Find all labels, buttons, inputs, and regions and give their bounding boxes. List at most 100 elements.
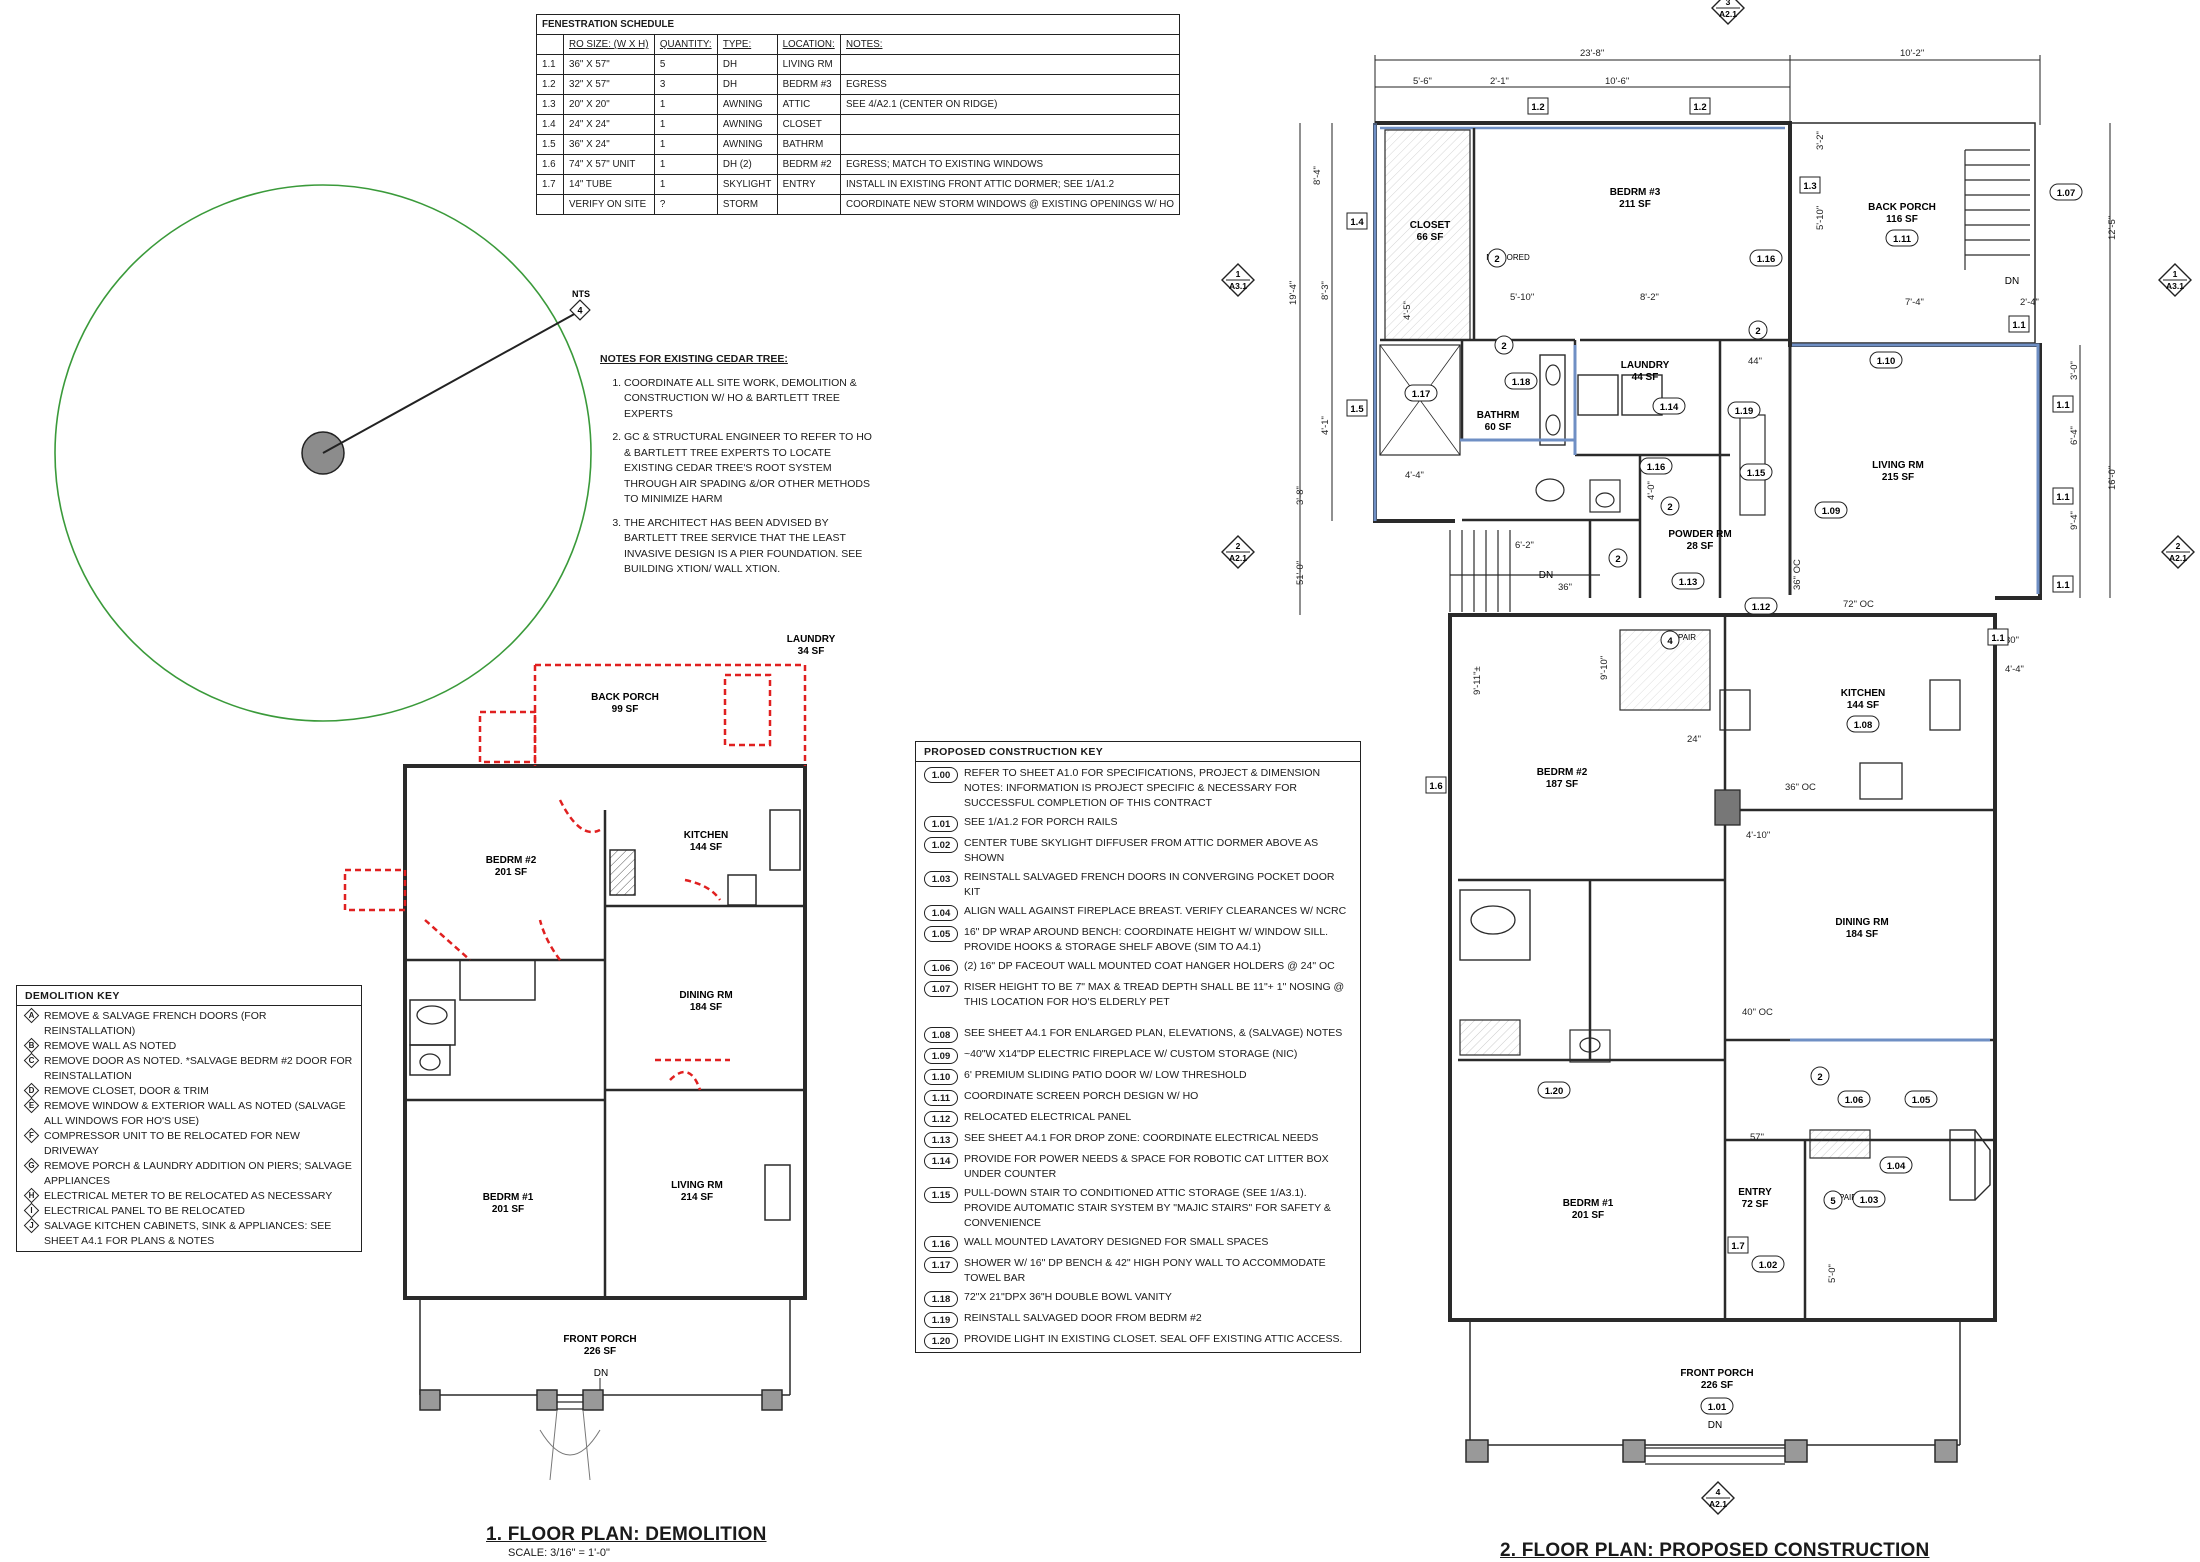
proposed-key-text: ~40"W x14"DP ELECTRIC FIREPLACE W/ CUSTO… xyxy=(964,1048,1298,1060)
room-area: 44 SF xyxy=(1632,372,1659,383)
proposed-tag: 1.17 xyxy=(1404,384,1438,402)
proposed-tag-badge: 1.05 xyxy=(924,926,958,942)
window-tag: 1.1 xyxy=(2052,575,2074,593)
proposed-tag-badge: 1.18 xyxy=(924,1291,958,1307)
door-tag-label: 5 xyxy=(1830,1196,1836,1207)
proposed-key-text: COORDINATE SCREEN PORCH DESIGN W/ HO xyxy=(964,1090,1199,1102)
proposed-key-text: PROVIDE FOR POWER NEEDS & SPACE FOR ROBO… xyxy=(964,1153,1329,1180)
proposed-key-text: 6' PREMIUM SLIDING PATIO DOOR W/ LOW THR… xyxy=(964,1069,1247,1081)
proposed-key-text: SEE 1/A1.2 FOR PORCH RAILS xyxy=(964,816,1118,828)
dim-text: 8'-2" xyxy=(1640,292,1659,303)
dim-text: 72" OC xyxy=(1843,599,1874,610)
demolition-key-text: REMOVE WALL AS NOTED xyxy=(44,1040,177,1052)
window-tag-label: 1.1 xyxy=(2012,320,2026,331)
schedule-cell: AWNING xyxy=(716,114,778,135)
schedule-cell: 1 xyxy=(653,94,718,115)
dim-text: 19'-4" xyxy=(1288,281,1299,305)
dim-text: 16'-0" xyxy=(2107,466,2118,490)
room-area: 144 SF xyxy=(690,842,722,853)
proposed-tag-badge: 1.15 xyxy=(924,1187,958,1203)
proposed-tag: 1.16 xyxy=(1749,249,1783,267)
room-name: BEDRM #2 xyxy=(1537,767,1588,778)
proposed-tag-label: 1.05 xyxy=(1912,1095,1931,1106)
dim-text: 8'-3" xyxy=(1320,281,1331,300)
proposed-tag: 1.13 xyxy=(1671,572,1705,590)
cedar-tree-symbol: 4 NTS xyxy=(54,184,592,722)
window-tag: 1.5 xyxy=(1346,399,1368,417)
proposed-key-text: PROVIDE LIGHT IN EXISTING CLOSET. SEAL O… xyxy=(964,1333,1343,1345)
room-name: DINING RM xyxy=(1835,917,1888,928)
dim-text: 6'-4" xyxy=(2069,426,2080,445)
schedule-cell: BATHRM xyxy=(776,134,842,155)
door-tag: 2 xyxy=(1810,1066,1830,1086)
schedule-cell-tag: 1.7 xyxy=(536,174,564,195)
window-tag: 1.1 xyxy=(2008,315,2030,333)
window-tag-label: 1.2 xyxy=(1693,102,1706,113)
section-marker-sheet: A3.1 xyxy=(1229,281,1247,291)
schedule-cell: 36" x 24" xyxy=(563,134,655,155)
room-area: 211 SF xyxy=(1619,199,1651,210)
proposed-tag-label: 1.01 xyxy=(1708,1402,1727,1413)
room-name: BEDRM #1 xyxy=(483,1192,534,1203)
dimension-texts: 23'-8" 10'-2" 5'-6" 2'-1" 10'-6" 8'-4" 1… xyxy=(1288,48,2118,1283)
window-tag: 1.1 xyxy=(1987,628,2009,646)
proposed-key-text: ALIGN WALL AGAINST FIREPLACE BREAST. VER… xyxy=(964,905,1347,917)
tree-tag-number: 4 xyxy=(577,306,582,316)
demolition-key-text: REMOVE DOOR AS NOTED. *SALVAGE BEDRM #2 … xyxy=(44,1055,353,1082)
section-marker-num: 1 xyxy=(1236,269,1241,279)
demolition-key-item: C REMOVE DOOR AS NOTED. *SALVAGE BEDRM #2… xyxy=(17,1052,361,1084)
plan-demolition xyxy=(403,764,807,1481)
dim-text: 9'-4" xyxy=(2069,511,2080,530)
dim-text: 4'-5" xyxy=(1402,301,1413,320)
room-name: DINING RM xyxy=(679,990,732,1001)
demolition-tag-letter: C xyxy=(28,1056,35,1065)
proposed-tag: 1.05 xyxy=(1904,1090,1938,1108)
room-area: 144 SF xyxy=(1847,700,1879,711)
door-tag: 2 xyxy=(1494,335,1514,355)
schedule-cell: 20" x 20" xyxy=(563,94,655,115)
proposed-key-item: 1.09~40"W x14"DP ELECTRIC FIREPLACE W/ C… xyxy=(916,1047,1360,1064)
schedule-cell: EGRESS; MATCH TO EXISTING WINDOWS xyxy=(840,154,1180,175)
proposed-key-text: RISER HEIGHT TO BE 7" MAX & TREAD DEPTH … xyxy=(964,981,1345,1008)
schedule-cell: SKYLIGHT xyxy=(716,174,778,195)
dim-text: 4'-4" xyxy=(2005,664,2024,675)
proposed-tag-label: 1.17 xyxy=(1412,389,1431,400)
dim-text: 24" xyxy=(1687,734,1701,745)
proposed-tag-label: 1.19 xyxy=(1735,406,1754,417)
schedule-cell: 1 xyxy=(653,174,718,195)
room-name: KITCHEN xyxy=(684,830,728,841)
schedule-cell: SEE 4/A2.1 (CENTER ON RIDGE) xyxy=(840,94,1180,115)
room-area: 66 SF xyxy=(1417,232,1444,243)
section-marker: 1 A3.1 xyxy=(1221,263,1255,297)
proposed-tag: 1.10 xyxy=(1869,351,1903,369)
room-name: BATHRM xyxy=(1477,410,1520,421)
demolition-key-title: DEMOLITION KEY xyxy=(17,986,361,1006)
schedule-cell: 3 xyxy=(653,74,718,95)
section-marker-num: 2 xyxy=(1236,541,1241,551)
room-name: KITCHEN xyxy=(1841,688,1885,699)
section-marker-sheet: A2.1 xyxy=(1719,9,1737,19)
demolition-tag-icon: J xyxy=(23,1217,40,1234)
proposed-tag: 1.06 xyxy=(1837,1090,1871,1108)
proposed-tag-badge: 1.01 xyxy=(924,816,958,832)
proposed-tag-label: 1.20 xyxy=(1545,1086,1564,1097)
proposed-tag-badge: 1.06 xyxy=(924,960,958,976)
plan2-title: 2. FLOOR PLAN: PROPOSED CONSTRUCTION xyxy=(1500,1540,1930,1561)
schedule-header: TYPE: xyxy=(716,34,778,55)
